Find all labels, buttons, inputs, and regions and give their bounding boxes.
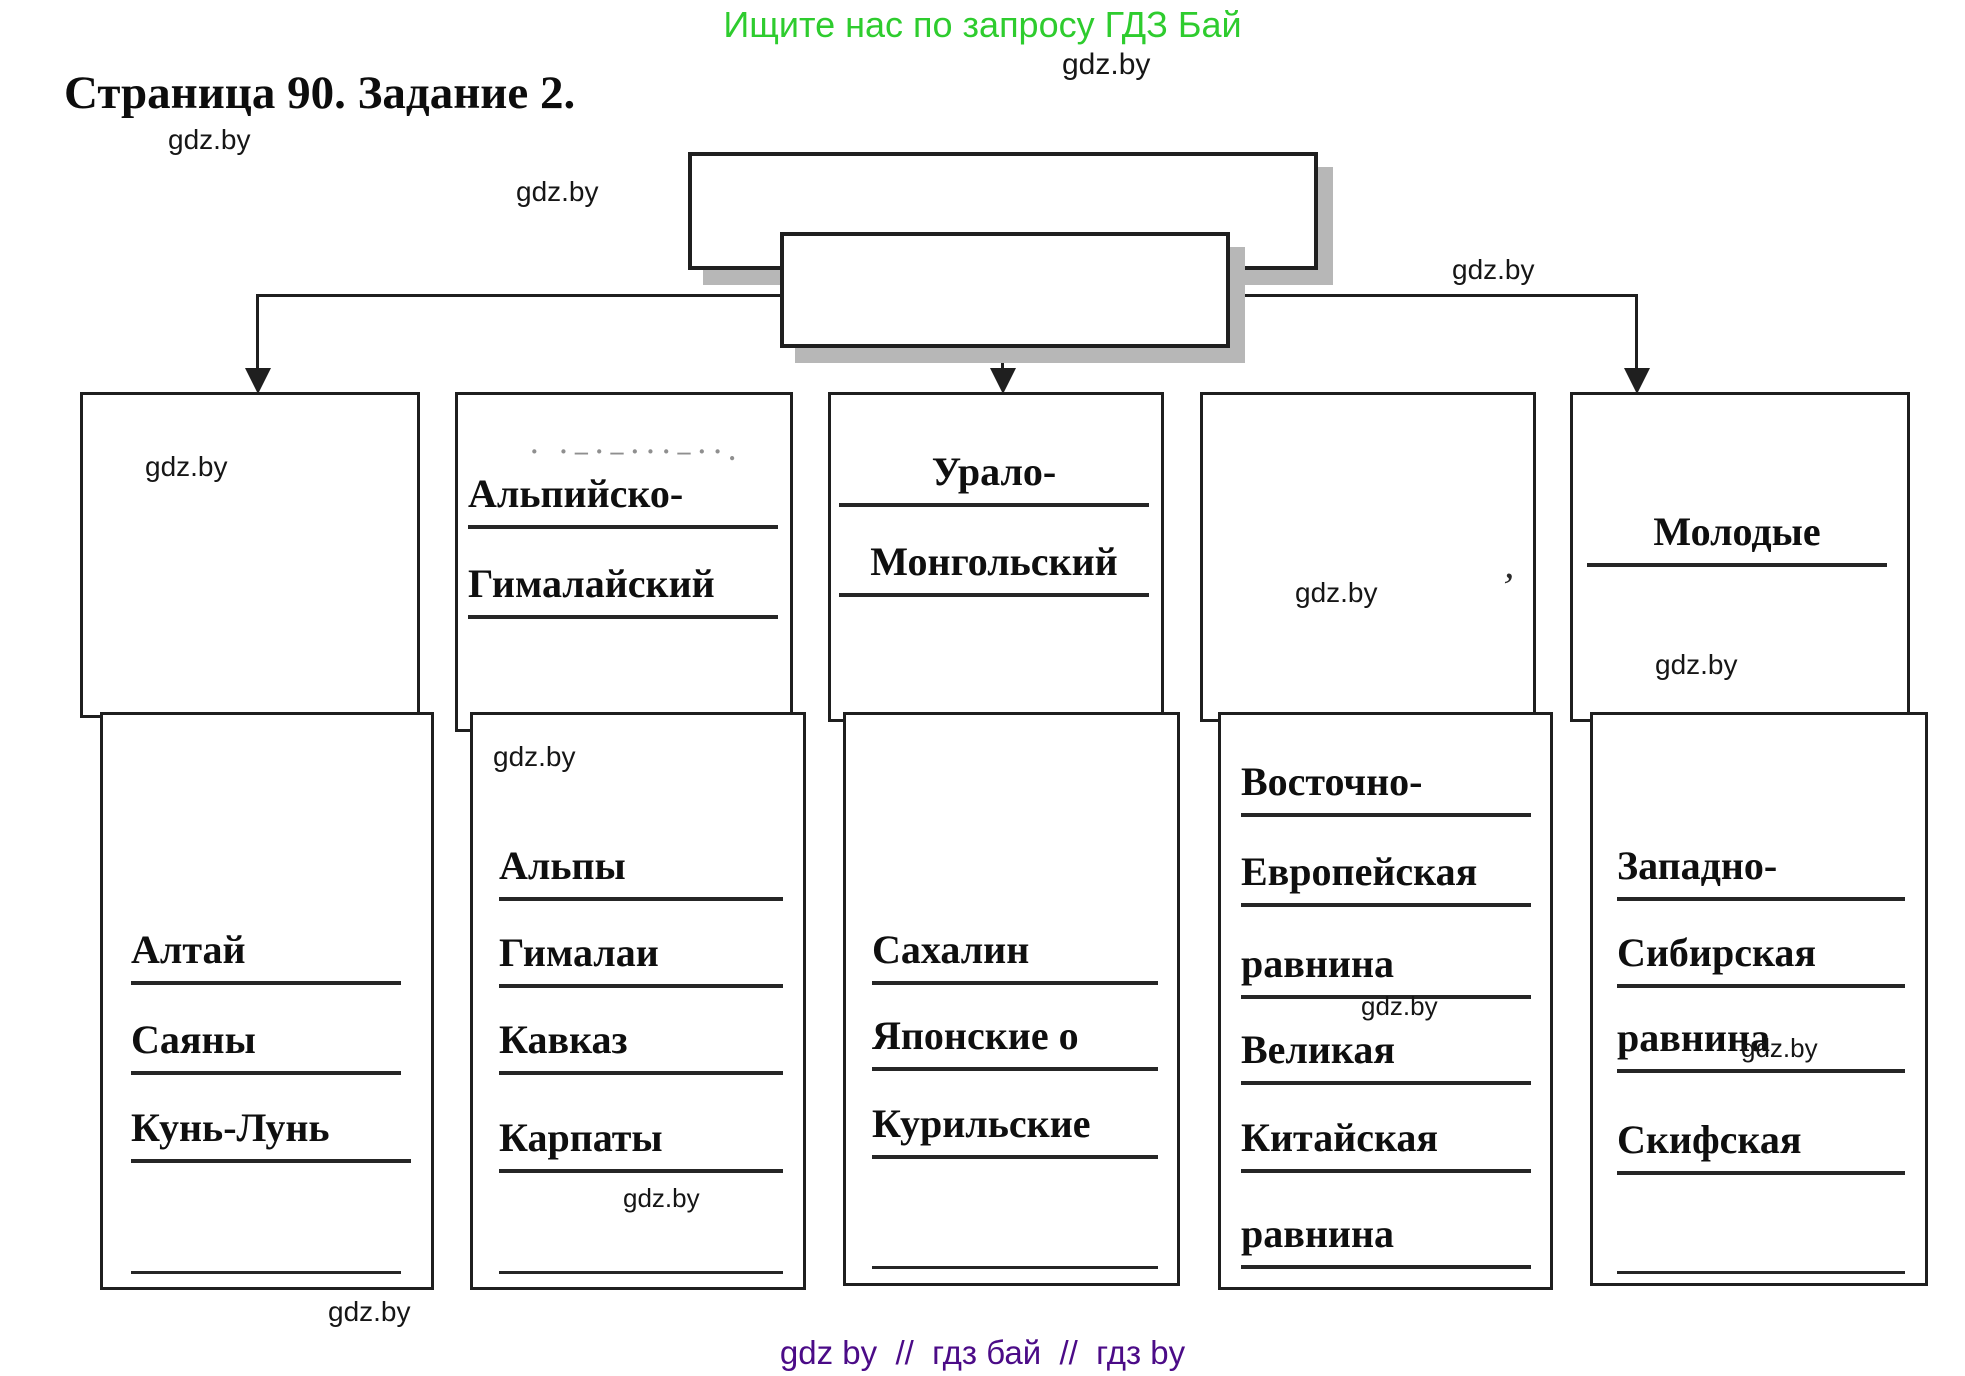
answer-line: Японские о (872, 1003, 1158, 1071)
answer-line: Европейская (1241, 839, 1531, 907)
second-level-box-blank (780, 232, 1230, 348)
answer-text: равнина (1617, 1015, 1770, 1060)
answer-line: равнина (1241, 1191, 1531, 1269)
stray-pen-mark: ʼ (1497, 563, 1518, 610)
answer-text: Сибирская (1617, 930, 1817, 975)
answer-line-empty (1617, 1215, 1905, 1274)
answer-box-col1: Алтай Саяны Кунь-Лунь (100, 712, 434, 1290)
answer-text: Гималаи (499, 930, 659, 975)
answer-text: Урало- (931, 449, 1057, 494)
answer-line: Алтай (131, 913, 401, 985)
gdz-watermark: gdz.by (1741, 1033, 1818, 1063)
gdz-watermark: gdz.by (168, 124, 251, 155)
answer-line: Гималаи (499, 920, 783, 988)
answer-line: Альпы (499, 833, 783, 901)
answer-box-col5: Западно- Сибирская равнина gdz.by Скифск… (1590, 712, 1928, 1286)
answer-text: Молодые (1653, 509, 1821, 554)
answer-line: Гималайский (468, 551, 778, 619)
connector-line-left (256, 294, 783, 297)
answer-line: Монгольский (839, 529, 1149, 597)
arrow-down-icon (990, 368, 1016, 394)
answer-text: Великая (1241, 1027, 1396, 1072)
answer-line: Кавказ (499, 1005, 783, 1075)
arrow-down-icon (1624, 368, 1650, 394)
answer-text: Кавказ (499, 1017, 628, 1062)
gdz-watermark: gdz.by (1361, 991, 1438, 1021)
header-box-col1-blank: gdz.by (80, 392, 420, 718)
answer-line: равнина (1241, 929, 1531, 999)
header-box-col5: Молодые gdz.by (1570, 392, 1910, 722)
answer-text: Японские о (872, 1013, 1079, 1058)
answer-line: Восточно- (1241, 749, 1531, 817)
answer-line: Саяны (131, 1003, 401, 1075)
answer-text: Саяны (131, 1017, 256, 1062)
answer-text: Монгольский (870, 539, 1118, 584)
gdz-watermark: gdz.by (1062, 48, 1151, 81)
answer-text: Гималайский (468, 561, 715, 606)
answer-text: Сахалин (872, 927, 1030, 972)
header-box-col4-blank: gdz.by ʼ (1200, 392, 1536, 722)
answer-text: Алтай (131, 927, 246, 972)
connector-drop-right (1635, 294, 1638, 372)
connector-drop-middle (1001, 346, 1004, 372)
answer-text: Курильские (872, 1101, 1091, 1146)
connector-line-right (1228, 294, 1638, 297)
answer-line-empty (499, 1215, 783, 1274)
answer-line: Кунь-Лунь (131, 1087, 411, 1163)
answer-line: Карпаты (499, 1091, 783, 1173)
answer-text: равнина (1241, 1211, 1394, 1256)
answer-line: Курильские (872, 1087, 1158, 1159)
header-box-col2: · ·‒·‒···‒··. Альпийско- Гималайский (455, 392, 793, 732)
gdz-watermark: gdz.by (145, 451, 228, 482)
page-title: Страница 90. Задание 2. (64, 67, 576, 119)
answer-text: Китайская (1241, 1115, 1439, 1160)
answer-line: Сахалин (872, 915, 1158, 985)
answer-text: Карпаты (499, 1115, 663, 1160)
answer-line: Урало- (839, 439, 1149, 507)
answer-line: Западно- (1617, 833, 1905, 901)
answer-line-empty (131, 1215, 401, 1274)
answer-line: Китайская (1241, 1105, 1531, 1173)
header-box-col3: Урало- Монгольский (828, 392, 1164, 722)
gdz-watermark: gdz.by (516, 176, 599, 207)
arrow-down-icon (245, 368, 271, 394)
answer-text: равнина (1241, 941, 1394, 986)
answer-text: Альпийско- (468, 471, 684, 516)
gdz-watermark: gdz.by (328, 1296, 411, 1327)
answer-text: Альпы (499, 843, 626, 888)
erased-text-remnant: · ·‒·‒···‒··. (530, 437, 743, 466)
answer-box-col4: Восточно- Европейская равнина gdz.by Вел… (1218, 712, 1553, 1290)
answer-text: Западно- (1617, 843, 1778, 888)
answer-line: Молодые (1587, 497, 1887, 567)
answer-text: Скифская (1617, 1117, 1802, 1162)
gdz-watermark: gdz.by (1295, 577, 1378, 608)
answer-box-col2: gdz.by Альпы Гималаи Кавказ Карпаты gdz.… (470, 712, 806, 1290)
promo-banner: Ищите нас по запросу ГДЗ Бай (723, 4, 1242, 45)
answer-text: Европейская (1241, 849, 1478, 894)
gdz-watermark: gdz.by (1655, 649, 1738, 680)
gdz-watermark: gdz.by (1452, 254, 1535, 285)
connector-drop-left (256, 294, 259, 372)
answer-line: Великая (1241, 1019, 1531, 1085)
answer-line: равнина (1617, 1005, 1905, 1073)
gdz-watermark: gdz.by (493, 741, 576, 772)
answer-box-col3: Сахалин Японские о Курильские (843, 712, 1180, 1286)
answer-text: Восточно- (1241, 759, 1423, 804)
answer-line: Скифская (1617, 1093, 1905, 1175)
answer-line: Альпийско- (468, 461, 778, 529)
answer-line: Сибирская (1617, 920, 1905, 988)
footer-watermark: gdz by // гдз бай // гдз by (779, 1334, 1186, 1371)
gdz-watermark: gdz.by (623, 1183, 700, 1213)
answer-text: Кунь-Лунь (131, 1105, 330, 1150)
answer-line-empty (872, 1210, 1158, 1269)
